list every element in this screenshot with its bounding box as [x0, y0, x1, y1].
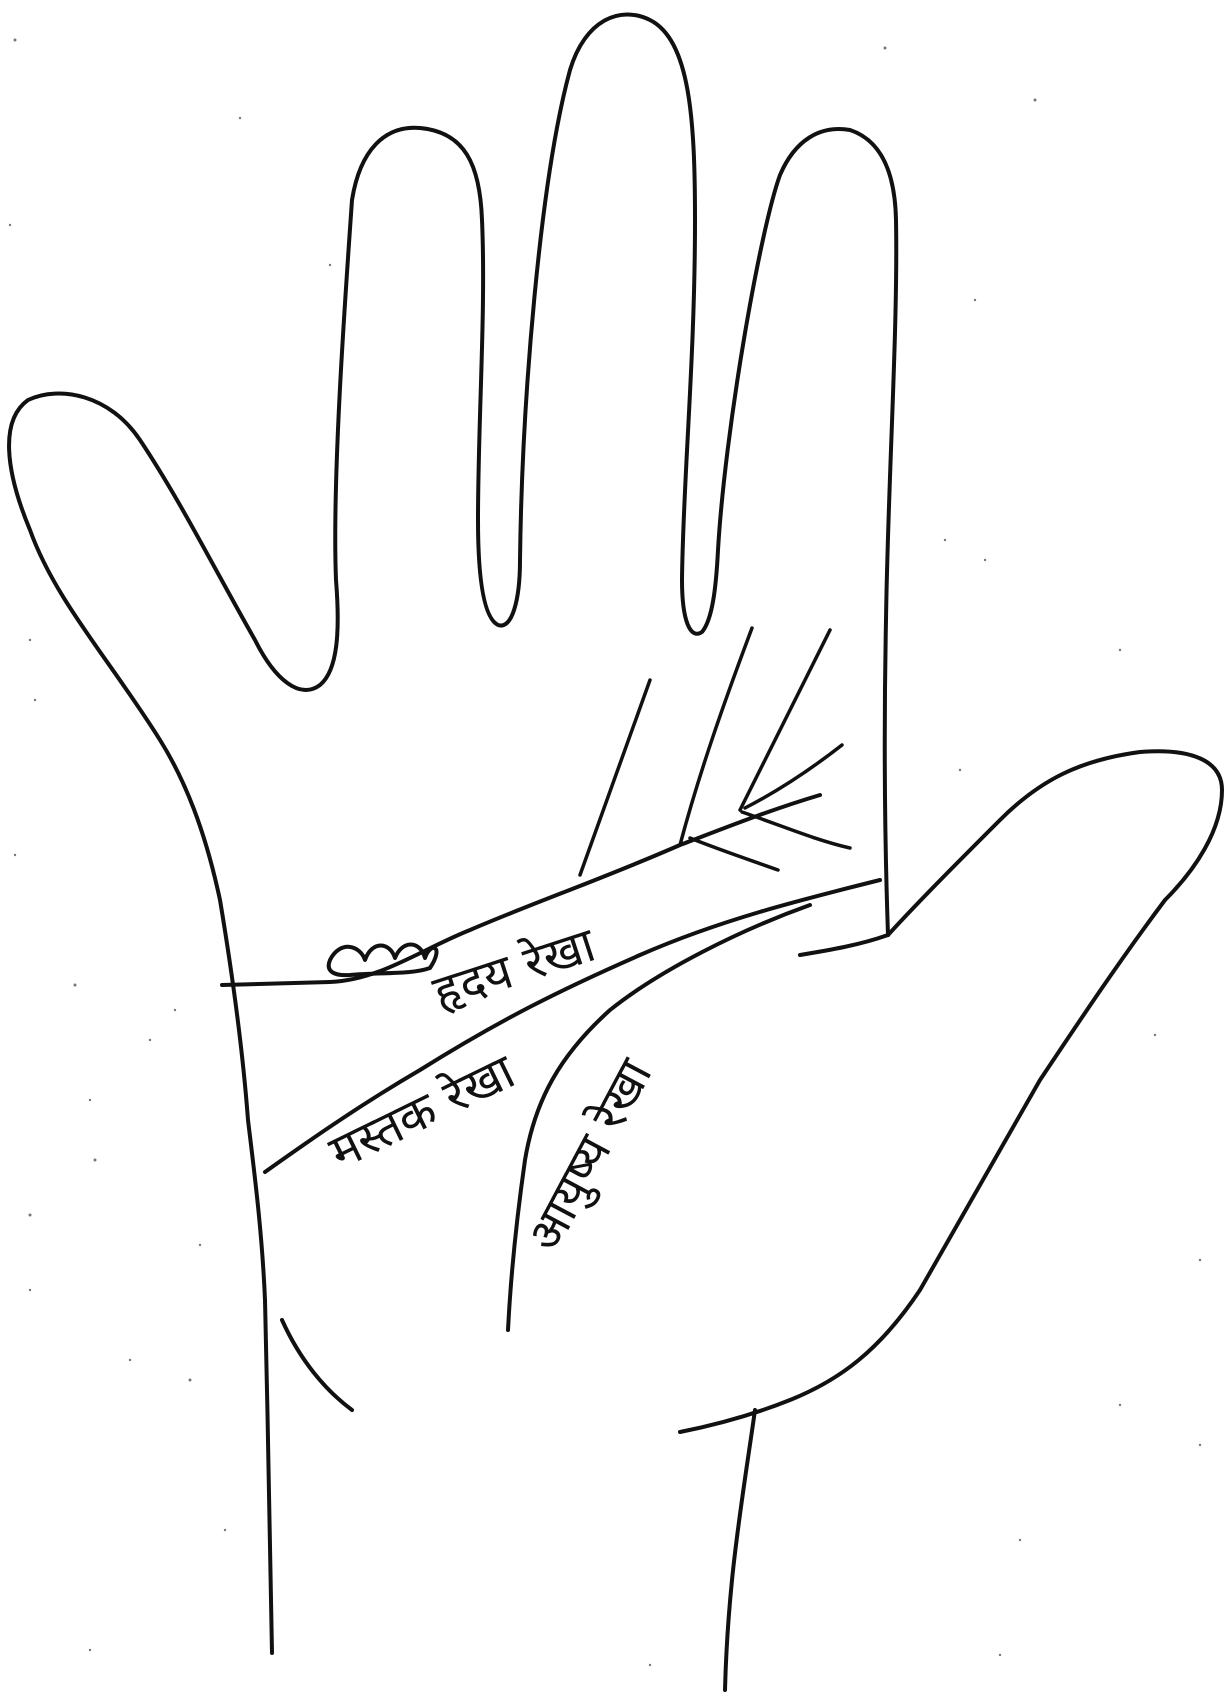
right-wrist-edge	[725, 1410, 755, 1690]
heart-fork-1	[745, 745, 842, 808]
thumb-crease	[800, 935, 888, 955]
heart-fork-3	[690, 838, 778, 870]
heart-branch-1	[580, 680, 650, 875]
heart-branch-3	[740, 630, 830, 810]
thumb-outline	[680, 751, 1222, 1432]
heart-fork-2	[742, 812, 850, 848]
palm-bottom-curve	[282, 1320, 352, 1410]
hand-outline	[9, 14, 1222, 1690]
fingers-outline	[9, 14, 896, 1653]
paper-speckles	[9, 39, 1201, 1667]
heart-line-label: हृदय रेखा	[426, 916, 603, 1021]
life-line-label: आयुष्य रेखा	[516, 1049, 665, 1261]
